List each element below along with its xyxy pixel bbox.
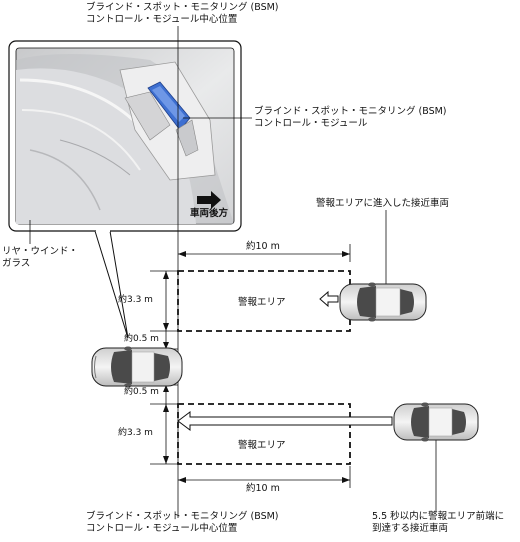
photo-callout	[8, 40, 242, 339]
rear-window-line1: リヤ・ウインド・	[2, 246, 79, 257]
bsm-module-line1: ブラインド・スポット・モニタリング (BSM)	[254, 106, 447, 117]
approaching-entered-label: 警報エリアに進入した接近車両	[316, 198, 450, 209]
warning-zone-bottom	[177, 403, 351, 465]
rear-direction-label: 車両後方	[190, 208, 229, 219]
dimension-top-width	[163, 271, 169, 331]
dimension-bottom-offset	[163, 385, 169, 404]
dimension-top-length	[178, 244, 351, 262]
offset-bottom-label: 約0.5 m	[124, 387, 159, 397]
approaching-soon-line2: 到達する接近車両	[372, 523, 449, 534]
width-top-label: 約3.3 m	[118, 295, 153, 305]
rear-window-line2: ガラス	[2, 258, 31, 269]
host-vehicle	[91, 346, 183, 388]
distance-bottom-label: 約10 m	[246, 483, 280, 494]
approaching-soon-line1: 5.5 秒以内に警報エリア前端に	[372, 511, 505, 522]
width-bottom-label: 約3.3 m	[118, 428, 153, 438]
zone-bottom-label: 警報エリア	[238, 440, 286, 451]
arrow-left-icon	[319, 290, 339, 308]
dimension-top-offset	[163, 331, 169, 349]
zone-top-label: 警報エリア	[238, 297, 286, 308]
bsm-center-bottom-line1: ブラインド・スポット・モニタリング (BSM)	[86, 511, 279, 522]
approaching-vehicle-entered	[339, 282, 427, 322]
bsm-module-line2: コントロール・モジュール	[254, 118, 368, 129]
bsm-center-top-line1: ブラインド・スポット・モニタリング (BSM)	[86, 2, 279, 13]
distance-top-label: 約10 m	[246, 241, 280, 252]
long-arrow-left-icon	[177, 411, 393, 431]
approaching-vehicle-soon	[393, 402, 479, 442]
bsm-center-bottom-line2: コントロール・モジュール中心位置	[86, 523, 238, 534]
offset-top-label: 約0.5 m	[124, 334, 159, 344]
dimension-bottom-length	[178, 466, 351, 488]
bsm-center-top-line2: コントロール・モジュール中心位置	[86, 14, 238, 25]
dimension-bottom-width	[163, 404, 169, 464]
